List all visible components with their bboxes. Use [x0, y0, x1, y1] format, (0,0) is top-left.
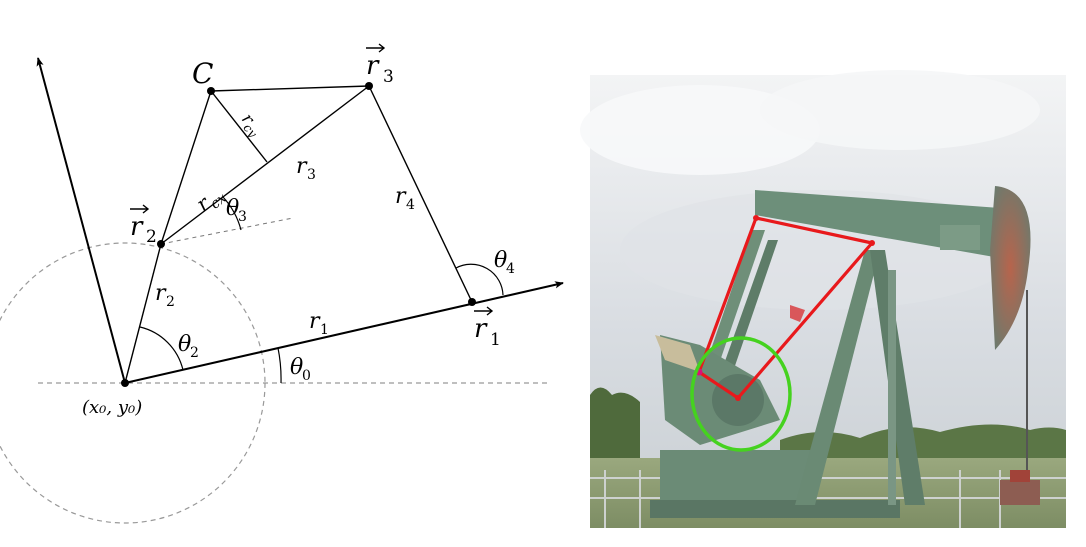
theta0-arc: [277, 347, 282, 384]
svg-text:3: 3: [383, 67, 394, 87]
svg-text:4: 4: [506, 261, 515, 277]
joint-r2: [157, 240, 165, 248]
label-vec-r1: r 1: [474, 306, 501, 350]
svg-text:r: r: [474, 314, 488, 344]
svg-text:r: r: [395, 184, 407, 209]
svg-text:2: 2: [190, 345, 199, 361]
svg-text:r: r: [309, 309, 321, 334]
y-axis-arrow: [36, 57, 126, 384]
label-theta0: θ 0: [290, 355, 311, 384]
x-axis-arrow: [124, 281, 564, 384]
label-c: C: [192, 57, 213, 90]
link-c-r3: [210, 85, 370, 92]
overlay-crank-circle: [690, 336, 792, 452]
svg-text:3: 3: [307, 167, 316, 183]
svg-text:1: 1: [320, 322, 329, 338]
svg-text:r: r: [366, 51, 380, 81]
svg-text:θ: θ: [494, 248, 507, 273]
joint-r3: [365, 82, 373, 90]
theta2-arc: [139, 326, 184, 371]
link-r2: [124, 243, 162, 384]
svg-text:4: 4: [406, 197, 415, 213]
joint-c: [207, 87, 215, 95]
svg-text:r: r: [155, 281, 167, 306]
joint-r1: [468, 298, 476, 306]
label-theta2: θ 2: [178, 332, 199, 361]
label-theta3: θ 3: [226, 196, 247, 225]
svg-text:2: 2: [146, 227, 157, 247]
theta3-arc: [222, 196, 242, 231]
svg-text:0: 0: [302, 368, 311, 384]
link-rcy: [210, 90, 268, 163]
svg-text:2: 2: [166, 294, 175, 310]
pumpjack-photo: [580, 70, 1066, 528]
svg-text:cx: cx: [208, 190, 230, 212]
label-vec-r3: r 3: [366, 43, 394, 87]
link-c-r2: [160, 90, 212, 245]
svg-text:r: r: [296, 154, 308, 179]
label-vec-r2: r 2: [130, 204, 157, 247]
label-r2: r 2: [155, 281, 175, 310]
joint-origin: [121, 379, 129, 387]
theta4-arc: [455, 263, 504, 296]
svg-text:θ: θ: [226, 196, 239, 221]
label-rcx: r cx: [192, 190, 230, 216]
label-theta4: θ 4: [494, 248, 515, 277]
svg-text:1: 1: [490, 330, 501, 350]
svg-text:3: 3: [238, 209, 247, 225]
label-rcy: r cy: [237, 110, 260, 141]
r2-extension-line: [160, 217, 294, 245]
link-r3: [160, 85, 370, 245]
svg-text:θ: θ: [290, 355, 303, 380]
photo-trees: [590, 387, 640, 470]
label-origin: (x₀, y₀): [82, 397, 142, 418]
svg-text:θ: θ: [178, 332, 191, 357]
label-r1: r 1: [309, 309, 329, 338]
label-r4: r 4: [395, 184, 415, 213]
linkage-diagram: C r 3 r 2 r 1 (x₀, y₀) r 1 r 2 r 3: [0, 43, 564, 524]
svg-text:r: r: [130, 212, 144, 242]
link-r4: [368, 85, 473, 303]
label-r3: r 3: [296, 154, 316, 183]
